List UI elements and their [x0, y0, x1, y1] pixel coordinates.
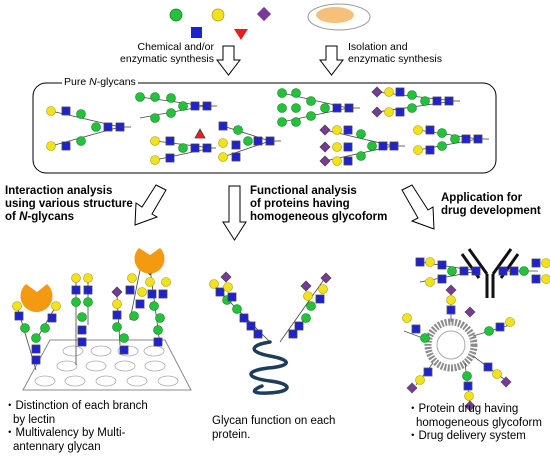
lectin-2-icon: [134, 248, 165, 274]
pure-prefix: Pure: [64, 76, 90, 88]
lectin-1-icon: [20, 284, 53, 313]
col3-title-line-2: drug development: [441, 204, 541, 217]
col2-title-line-2: of proteins having: [250, 197, 350, 210]
pure-n-glycans-box: [32, 82, 497, 174]
mannose-symbol-icon: [169, 8, 183, 22]
arrow-to-interaction-icon: [134, 184, 167, 226]
glycan-6: [371, 86, 460, 118]
col1-title-of: of: [5, 210, 20, 223]
synthesis-arrow-right-icon: [318, 45, 345, 76]
functional-analysis-title: Functional analysis of proteins having h…: [250, 185, 387, 224]
col1-title-line-1: Interaction analysis: [5, 185, 113, 197]
legend-symbols: [169, 3, 371, 40]
col1-note-4: antennary glycan: [13, 440, 101, 453]
synthesis-label-left: Chemical and/or enzymatic synthesis: [88, 41, 214, 66]
col1-title-n: N: [19, 210, 28, 223]
interaction-analysis-title: Interaction analysis using various struc…: [5, 185, 133, 224]
col2-note-1: Glycan function on each: [212, 415, 336, 427]
pure-n: N: [89, 76, 97, 88]
col1-title-line-3: of N-glycans: [5, 211, 133, 224]
glycoprotein-illustration: [209, 271, 332, 395]
sialic-acid-symbol-icon: [256, 6, 272, 22]
egg-icon: [307, 3, 371, 31]
col1-title-line-2: using various structure: [5, 197, 133, 210]
col2-title-line-3: homogeneous glycoform: [250, 210, 388, 223]
col2-title-line-1: Functional analysis: [250, 185, 357, 197]
interaction-notes: ・Distinction of each branch by lectin ・M…: [4, 400, 148, 454]
glycan-8: [413, 125, 489, 155]
lectin-interaction-illustration: [12, 248, 192, 391]
protein-coil-icon: [249, 340, 289, 395]
glycan-structures: [46, 86, 489, 167]
col1-title-glycans: -glycans: [27, 210, 75, 223]
synthesis-right-line-2: enzymatic synthesis: [348, 52, 442, 65]
glycan-4: [218, 121, 281, 162]
glcnac-symbol-icon: [191, 27, 202, 38]
glycan-2: [135, 92, 217, 123]
drug-development-title: Application for drug development: [441, 192, 541, 218]
col1-note-2: by lectin: [13, 413, 56, 426]
synthesis-right-line-1: Isolation and: [348, 41, 408, 53]
synthesis-left-line-1: Chemical and/or: [137, 41, 214, 53]
glycan-1: [46, 106, 131, 151]
synthesis-left-line-2: enzymatic synthesis: [120, 52, 214, 65]
fucose-symbol-icon: [234, 29, 248, 40]
pure-suffix: -glycans: [96, 76, 136, 88]
glycan-3: [150, 128, 216, 165]
col3-note-3: ・Drug delivery system: [407, 430, 526, 443]
col2-note-2: protein.: [212, 428, 251, 441]
liposome-icon: [424, 318, 478, 372]
col1-note-1: ・Distinction of each branch: [4, 400, 148, 412]
col3-note-1: ・Protein drug having: [407, 403, 519, 415]
col3-title-line-1: Application for: [441, 192, 523, 204]
col3-note-2: homogeneous glycoform: [416, 416, 542, 429]
synthesis-arrow-left-icon: [215, 45, 242, 76]
arrow-to-application-icon: [401, 184, 435, 230]
galactose-symbol-icon: [211, 8, 225, 22]
glycan-7: [319, 124, 405, 167]
pure-n-glycans-label: Pure N-glycans: [62, 76, 138, 89]
functional-notes: Glycan function on each protein.: [212, 415, 335, 442]
col1-note-3: ・Multivalency by Multi-: [4, 427, 126, 440]
synthesis-label-right: Isolation and enzymatic synthesis: [348, 41, 442, 66]
drug-development-illustration: [402, 248, 550, 412]
glycan-5: [277, 88, 360, 127]
drug-development-notes: ・Protein drug having homogeneous glycofo…: [407, 403, 542, 444]
arrow-to-functional-icon: [222, 185, 247, 241]
